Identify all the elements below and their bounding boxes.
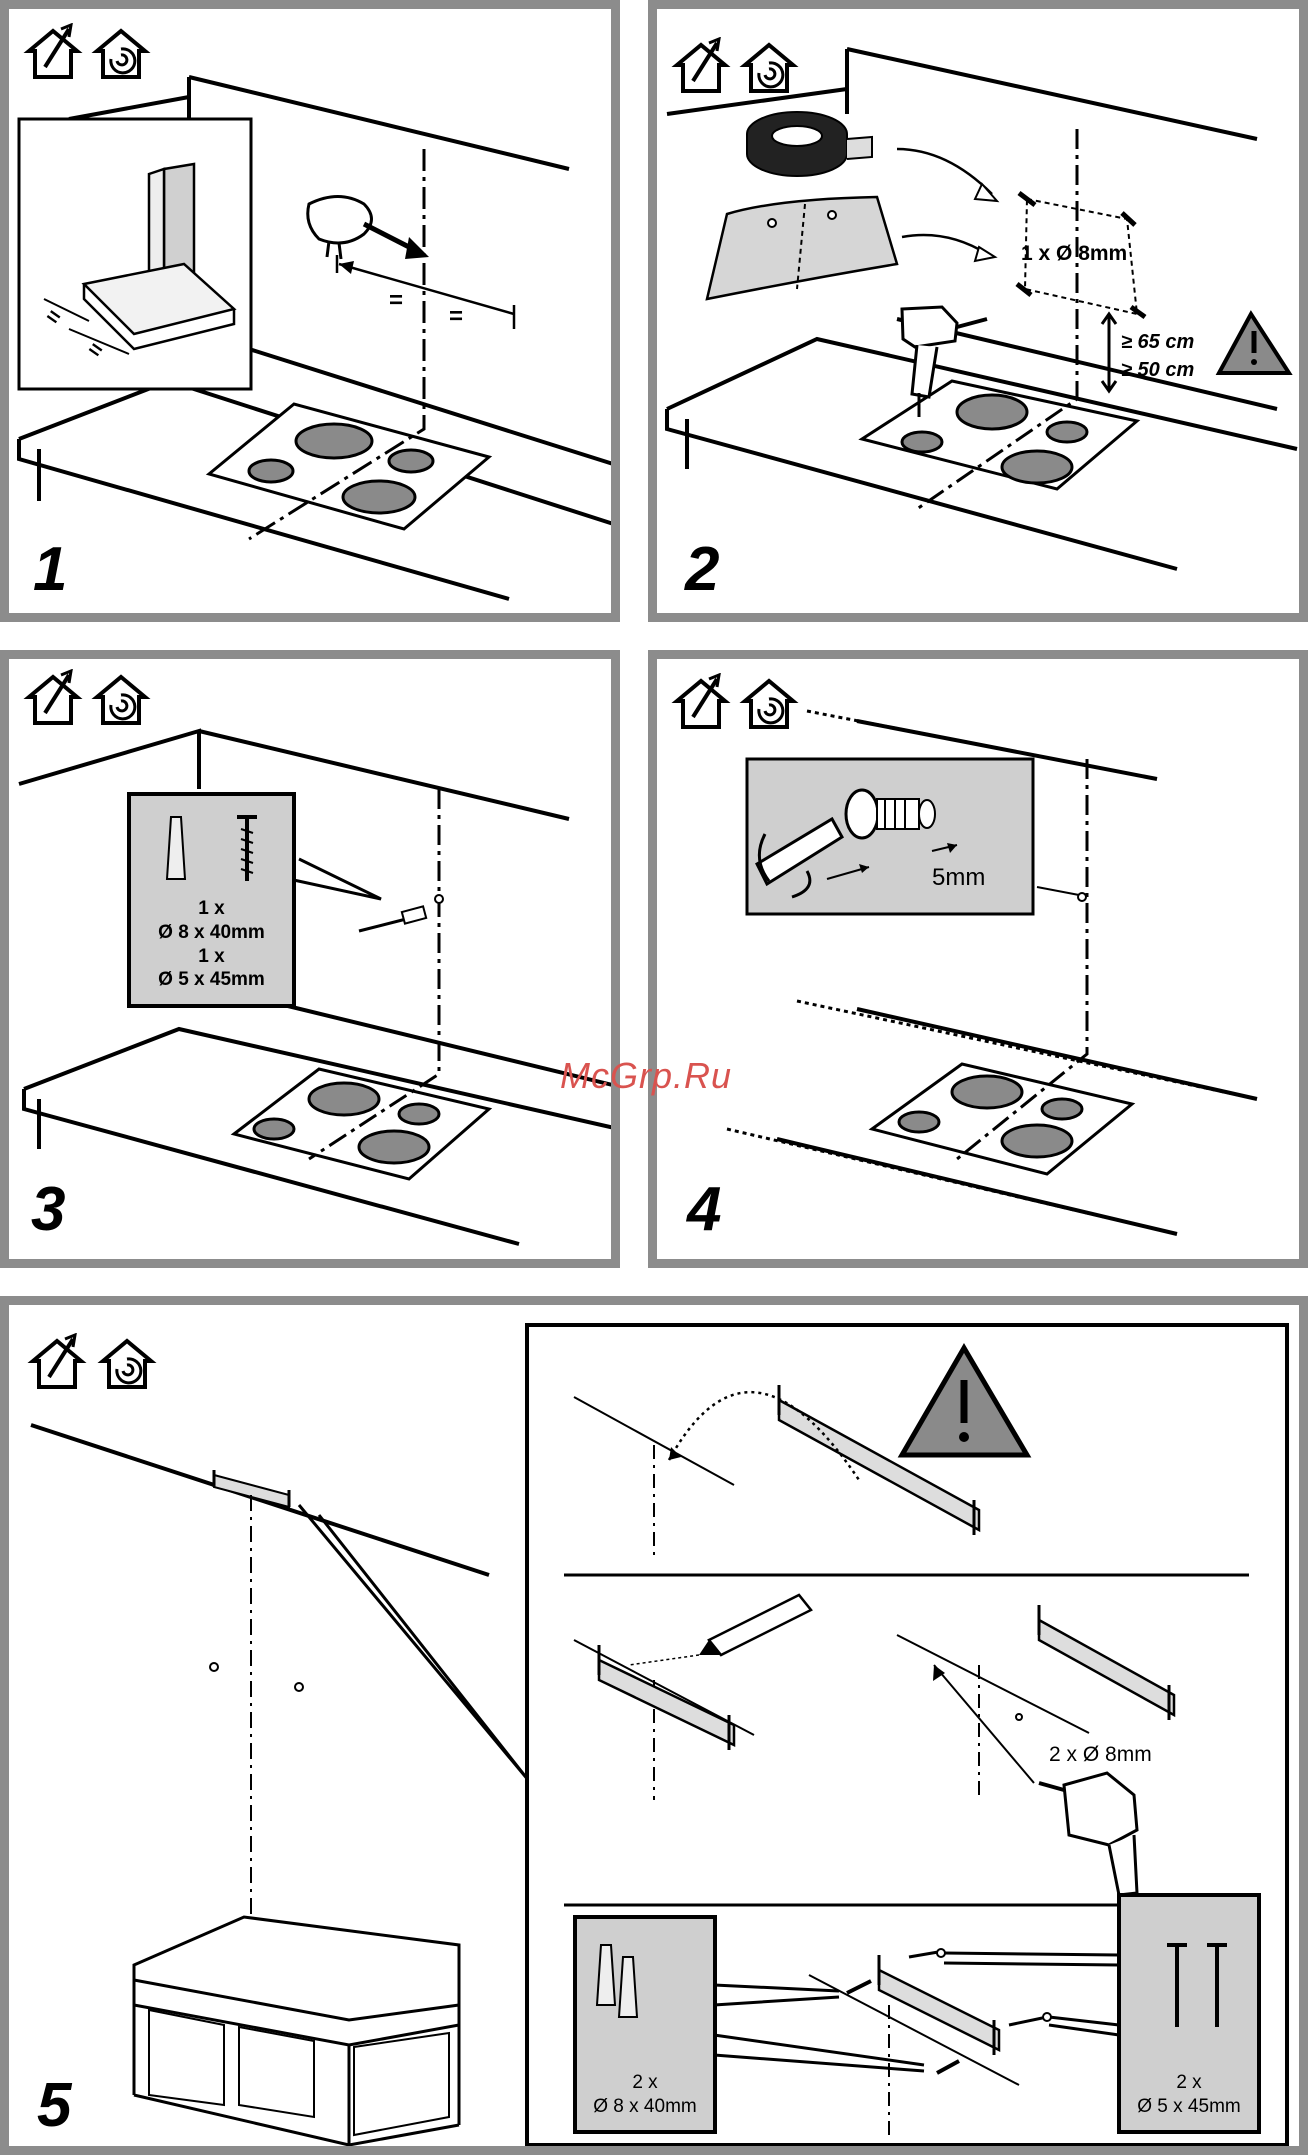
recirculation-icon [91, 23, 151, 83]
duct-out-icon [27, 1333, 87, 1393]
duct-out-icon [671, 673, 731, 733]
recirculation-icon [739, 37, 799, 97]
equal-mark: = [389, 287, 403, 315]
duct-out-icon [23, 669, 83, 729]
panel-step-5: 2 x Ø 8mm 2 x Ø 8 x 40mm 2 x Ø 5 x 45mm … [0, 1296, 1308, 2155]
plugs-size: Ø 8 x 40mm [575, 2095, 715, 2119]
equal-mark: = [449, 303, 463, 331]
screw-size: Ø 5 x 45mm [129, 968, 294, 992]
duct-out-icon [23, 23, 83, 83]
plug-screw-spec: 1 x Ø 8 x 40mm 1 x Ø 5 x 45mm [129, 897, 294, 992]
screws-qty: 2 x [1119, 2071, 1259, 2095]
watermark: McGrp.Ru [560, 1055, 732, 1097]
screw-gap-label: 5mm [932, 864, 985, 892]
step-number: 2 [685, 539, 719, 601]
step-number: 1 [33, 539, 67, 601]
plug-size: Ø 8 x 40mm [129, 921, 294, 945]
drilling-template-illustration [657, 9, 1308, 622]
kitchen-wall-hob-illustration [9, 9, 620, 622]
panel-step-4: 5mm 4 [648, 650, 1308, 1268]
recirculation-icon [91, 669, 151, 729]
step-number: 5 [37, 2075, 71, 2137]
screw-qty: 1 x [129, 945, 294, 969]
electric-hob-distance-label: ≥ 50 cm [1121, 359, 1194, 382]
screws-size: Ø 5 x 45mm [1119, 2095, 1259, 2119]
plug-qty: 1 x [129, 897, 294, 921]
bracket-mounting-illustration [9, 1305, 1308, 2155]
plug-and-screw-illustration [9, 659, 620, 1268]
screw-gap-illustration [657, 659, 1308, 1268]
hole-diameter-label: 1 x Ø 8mm [1021, 242, 1127, 266]
recirculation-icon [97, 1333, 157, 1393]
recirculation-icon [739, 673, 799, 733]
plugs-spec: 2 x Ø 8 x 40mm [575, 2071, 715, 2119]
duct-out-icon [671, 37, 731, 97]
panel-step-3: 1 x Ø 8 x 40mm 1 x Ø 5 x 45mm 3 [0, 650, 620, 1268]
panel-step-1: = = = = 1 [0, 0, 620, 622]
gas-hob-distance-label: ≥ 65 cm [1121, 331, 1194, 354]
panel-step-2: 1 x Ø 8mm ≥ 65 cm ≥ 50 cm 2 [648, 0, 1308, 622]
step-number: 3 [31, 1179, 65, 1241]
holes-label: 2 x Ø 8mm [1049, 1743, 1152, 1767]
plugs-qty: 2 x [575, 2071, 715, 2095]
step-number: 4 [687, 1179, 721, 1241]
screws-spec: 2 x Ø 5 x 45mm [1119, 2071, 1259, 2119]
